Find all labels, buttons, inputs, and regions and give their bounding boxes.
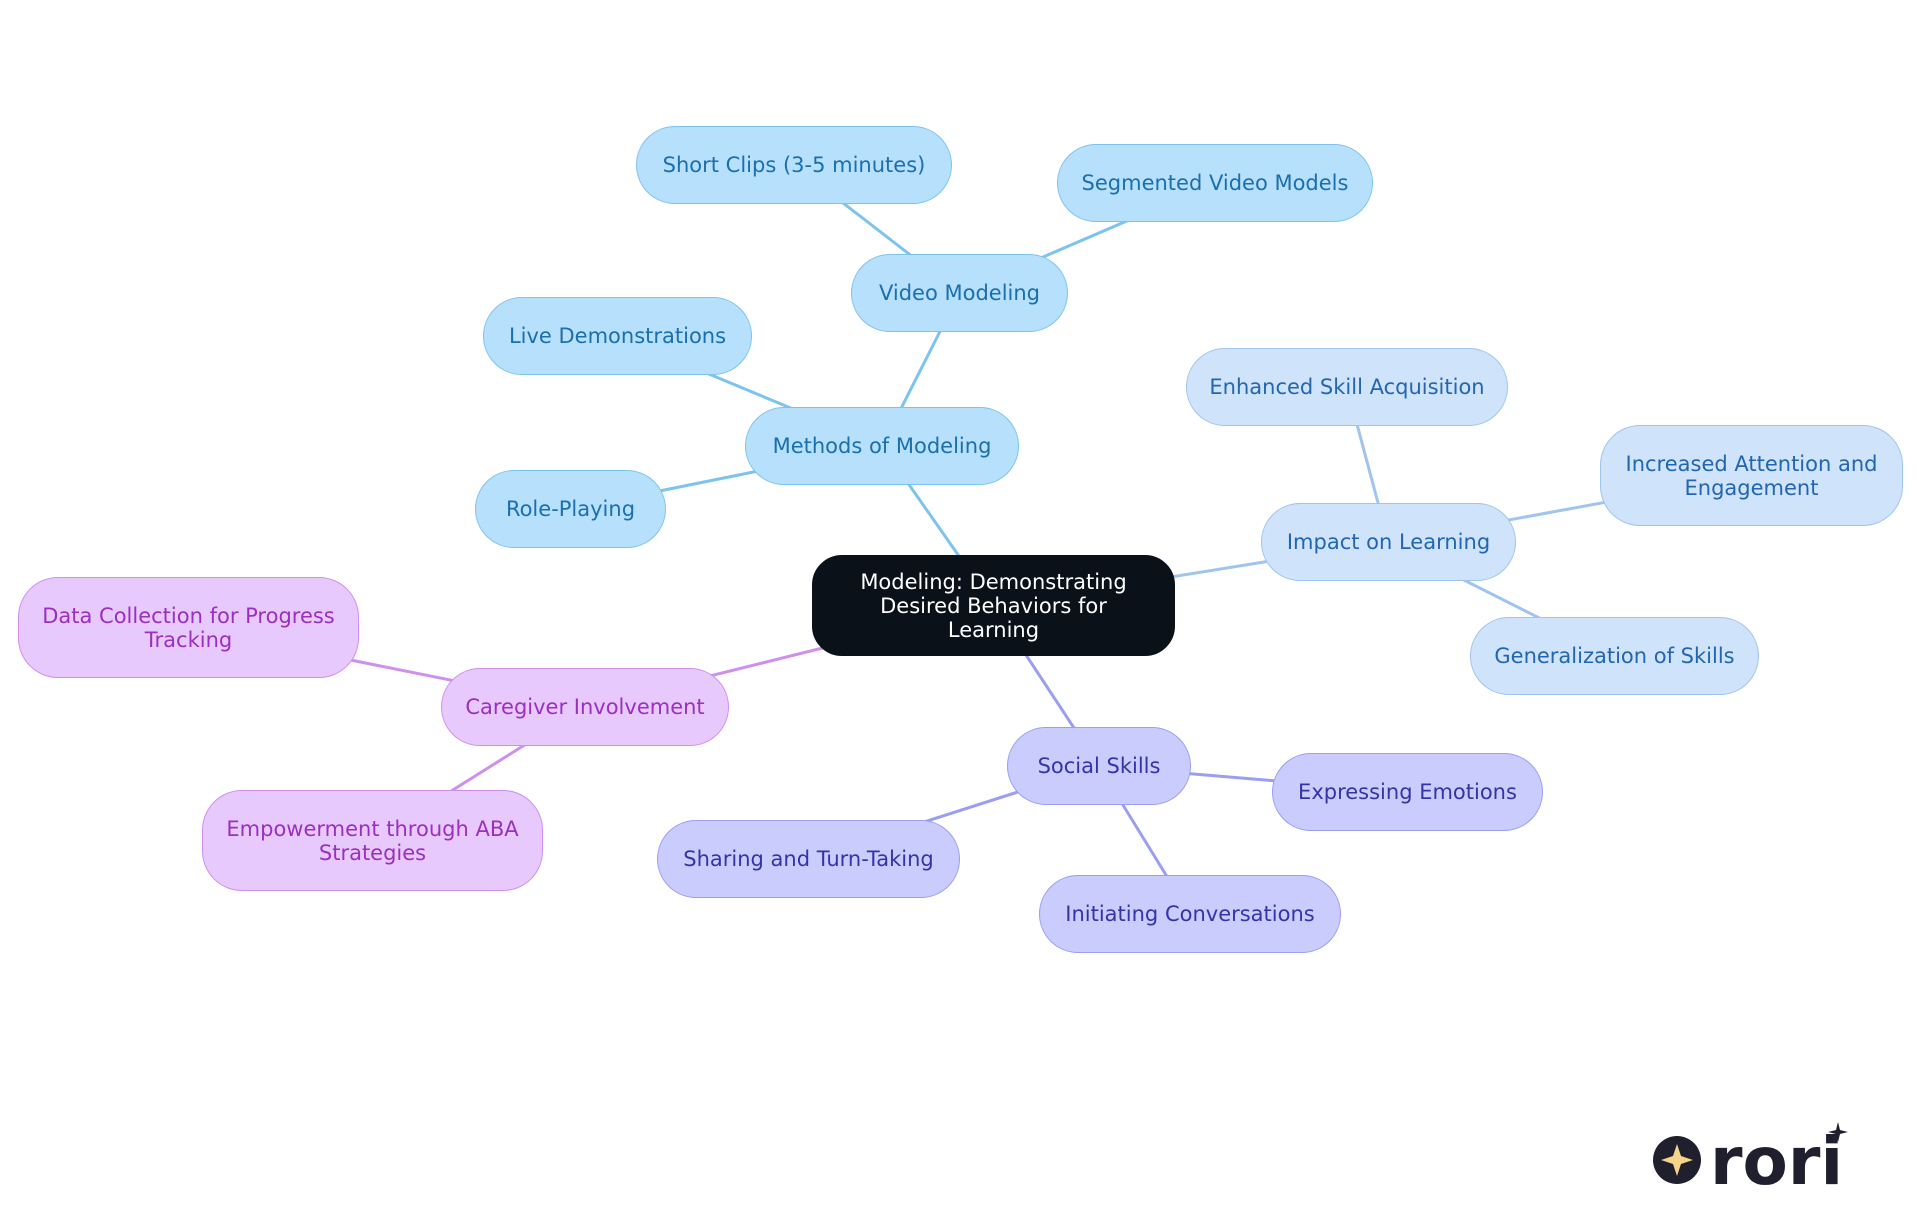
node-expressing-emotions: Expressing Emotions (1272, 753, 1543, 831)
node-role-playing: Role-Playing (475, 470, 666, 548)
node-impact-on-learning: Impact on Learning (1261, 503, 1516, 581)
rori-logo: rori (1653, 1122, 1848, 1192)
node-video-modeling: Video Modeling (851, 254, 1068, 332)
node-segmented-video-models: Segmented Video Models (1057, 144, 1373, 222)
node-methods-of-modeling: Methods of Modeling (745, 407, 1019, 485)
node-generalization-of-skills: Generalization of Skills (1470, 617, 1759, 695)
node-increased-attention: Increased Attention and Engagement (1600, 425, 1903, 526)
logo-star-icon (1828, 1122, 1848, 1142)
node-social-skills: Social Skills (1007, 727, 1191, 805)
node-live-demonstrations-label: Live Demonstrations (508, 324, 727, 348)
node-short-clips: Short Clips (3-5 minutes) (636, 126, 952, 204)
logo-wordmark: rori (1710, 1123, 1843, 1192)
sparkle-icon (1661, 1144, 1693, 1176)
node-data-collection-label: Data Collection for Progress Tracking (42, 603, 335, 652)
node-data-collection: Data Collection for Progress Tracking (18, 577, 359, 678)
node-generalization-of-skills-label: Generalization of Skills (1494, 644, 1735, 668)
node-sharing-and-turn-taking: Sharing and Turn-Taking (657, 820, 960, 898)
node-empowerment-aba: Empowerment through ABA Strategies (202, 790, 543, 891)
node-short-clips-label: Short Clips (3-5 minutes) (662, 153, 926, 177)
node-social-skills-label: Social Skills (1037, 754, 1161, 778)
node-segmented-video-models-label: Segmented Video Models (1081, 171, 1349, 195)
node-initiating-conversations-label: Initiating Conversations (1065, 902, 1315, 926)
node-methods-of-modeling-label: Methods of Modeling (772, 434, 992, 458)
node-initiating-conversations: Initiating Conversations (1039, 875, 1341, 953)
node-live-demonstrations: Live Demonstrations (483, 297, 752, 375)
node-role-playing-label: Role-Playing (505, 497, 636, 521)
node-empowerment-aba-label: Empowerment through ABA Strategies (226, 816, 519, 865)
node-sharing-and-turn-taking-label: Sharing and Turn-Taking (683, 847, 934, 871)
node-expressing-emotions-label: Expressing Emotions (1298, 780, 1517, 804)
root-node-label: Modeling: Demonstrating Desired Behavior… (860, 569, 1127, 642)
node-impact-on-learning-label: Impact on Learning (1286, 530, 1491, 554)
node-caregiver-involvement: Caregiver Involvement (441, 668, 729, 746)
node-enhanced-skill-acquisition: Enhanced Skill Acquisition (1186, 348, 1508, 426)
node-enhanced-skill-acquisition-label: Enhanced Skill Acquisition (1209, 375, 1485, 399)
node-increased-attention-label: Increased Attention and Engagement (1625, 451, 1878, 500)
root-node: Modeling: Demonstrating Desired Behavior… (812, 555, 1175, 656)
node-caregiver-involvement-label: Caregiver Involvement (465, 695, 705, 719)
node-video-modeling-label: Video Modeling (878, 281, 1041, 305)
